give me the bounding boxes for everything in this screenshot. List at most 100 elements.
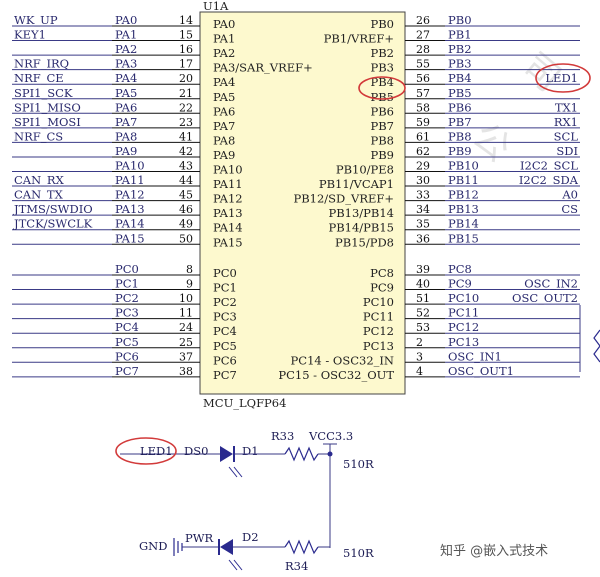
right-pin-number: 58 (416, 101, 430, 114)
r33-label: R33 (271, 429, 294, 443)
vcc-label: VCC3.3 (308, 429, 353, 443)
right-pin-name: PC10 (363, 295, 394, 309)
left-pin-name: PA9 (213, 148, 235, 162)
left-pin-name: PC2 (213, 295, 237, 309)
right-pin-name: PB5 (370, 90, 394, 104)
ds0-label: DS0 (184, 444, 208, 458)
right-port-label: PC13 (448, 335, 479, 349)
right-pin-name: PC12 (363, 324, 394, 338)
right-net-label: RX1 (554, 115, 578, 129)
right-port-label: PC12 (448, 320, 479, 334)
left-port-label: PA2 (115, 42, 137, 56)
left-port-label: PA8 (115, 129, 137, 143)
right-pin-name: PC13 (363, 339, 394, 353)
left-pin-name: PC1 (213, 281, 237, 295)
right-port-label: PB14 (448, 217, 479, 231)
right-pin-name: PC14 - OSC32_IN (291, 353, 394, 367)
left-pin-number: 46 (179, 203, 193, 216)
right-pin-name: PB12/SD_VREF+ (293, 192, 394, 206)
left-port-label: PA1 (115, 28, 137, 42)
left-port-label: PC0 (115, 262, 139, 276)
left-port-label: PC3 (115, 306, 139, 320)
left-pin-number: 44 (179, 174, 193, 187)
r34-resistor-icon (284, 539, 319, 555)
left-pin-name: PA13 (213, 206, 243, 220)
right-pin-number: 29 (416, 160, 430, 173)
left-port-label: PA6 (115, 100, 137, 114)
right-pin-name: PB9 (370, 148, 394, 162)
left-pin-name: PC5 (213, 339, 237, 353)
right-pin-number: 57 (416, 87, 430, 100)
left-pin-number: 25 (179, 336, 193, 349)
left-port-label: PA10 (115, 159, 145, 173)
right-pin-name: PB0 (370, 17, 394, 31)
left-net-label: CAN_TX (14, 188, 64, 202)
left-pin-number: 10 (179, 292, 193, 305)
gnd-label: GND (139, 539, 167, 553)
right-pin-number: 27 (416, 29, 430, 42)
left-net-label: SPI1_MISO (14, 100, 81, 114)
left-port-label: PA5 (115, 86, 137, 100)
left-pin-name: PA0 (213, 17, 235, 31)
right-pin-number: 28 (416, 43, 430, 56)
left-pin-name: PC6 (213, 353, 237, 367)
left-port-label: PA0 (115, 13, 137, 27)
right-port-label: PC9 (448, 277, 472, 291)
left-pin-number: 9 (186, 278, 193, 291)
right-pin-name: PB6 (370, 104, 394, 118)
right-port-label: PB2 (448, 42, 472, 56)
right-pin-number: 3 (416, 350, 423, 363)
mcu-body (199, 11, 406, 395)
chip-ref-label: U1A (203, 0, 229, 13)
left-pin-number: 50 (179, 232, 193, 245)
right-port-label: PB12 (448, 188, 479, 202)
left-pin-row: SPI1_MISO PA6 22 PA6 (12, 100, 235, 118)
d1-label: D1 (242, 444, 259, 458)
right-pin-number: 56 (416, 72, 430, 85)
left-pin-name: PA6 (213, 104, 235, 118)
right-port-label: PB13 (448, 202, 479, 216)
left-port-label: PC6 (115, 349, 139, 363)
right-pin-number: 26 (416, 14, 430, 27)
right-port-label: PB9 (448, 144, 472, 158)
left-pin-name: PA15 (213, 235, 243, 249)
left-pin-name: PA10 (213, 163, 243, 177)
right-net-label: OSC_OUT2 (512, 291, 578, 305)
crystal-resistor-fragment-icon (593, 329, 600, 363)
pwr-label: PWR (185, 531, 214, 545)
left-port-label: PA9 (115, 144, 137, 158)
right-pin-number: 35 (416, 218, 430, 231)
left-port-label: PA11 (115, 173, 145, 187)
right-net-label: SDI (556, 144, 578, 158)
left-net-label: SPI1_MOSI (14, 115, 81, 129)
left-port-label: PA7 (115, 115, 137, 129)
left-pin-name: PA11 (213, 177, 243, 191)
right-port-label: OSC_IN1 (448, 349, 502, 363)
left-pin-number: 49 (179, 218, 193, 231)
right-port-label: PB10 (448, 159, 479, 173)
left-pin-name: PA12 (213, 192, 243, 206)
left-pin-number: 22 (179, 101, 193, 114)
right-port-label: PB4 (448, 71, 472, 85)
